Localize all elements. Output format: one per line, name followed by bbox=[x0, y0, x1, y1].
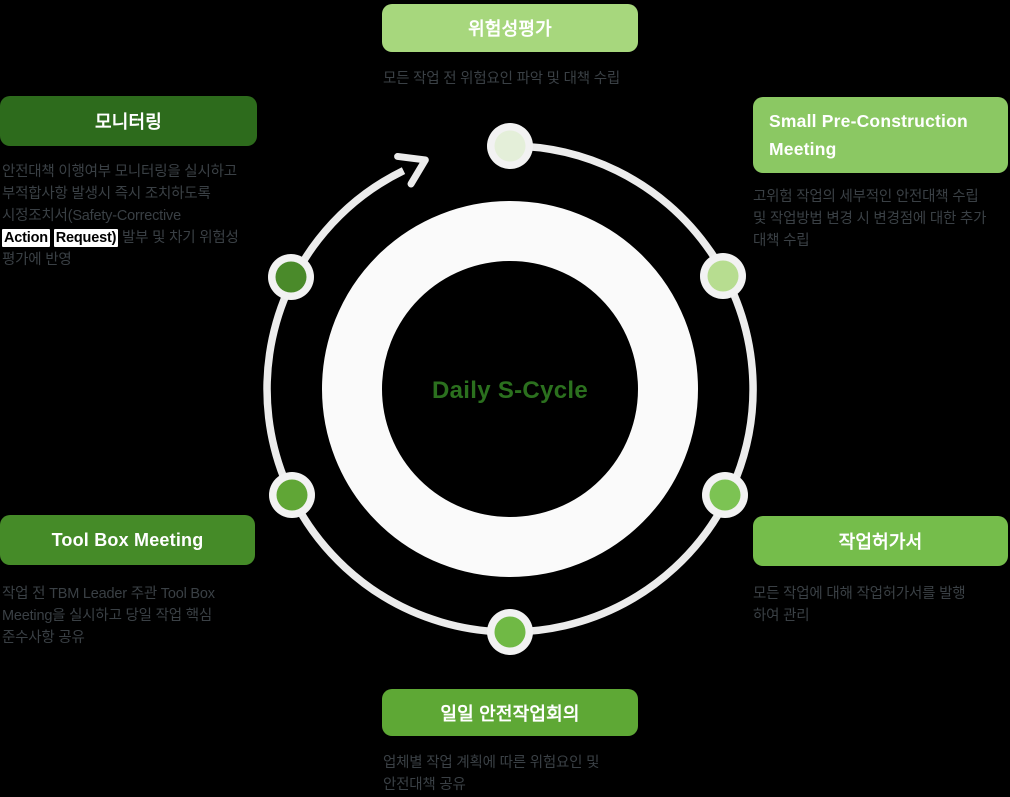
step-button-small-pre-construction-meeting: Small Pre-Construction Meeting bbox=[753, 97, 1008, 173]
step-description-text: 발부 및 차기 위험성 bbox=[118, 230, 239, 246]
cycle-dots bbox=[268, 123, 748, 655]
cycle-donut-ring bbox=[322, 201, 698, 577]
step-button-work-permit: 작업허가서 bbox=[753, 516, 1008, 566]
search-highlight: Action bbox=[2, 229, 50, 247]
step-button-daily-safety-meeting: 일일 안전작업회의 bbox=[382, 689, 638, 736]
step-description-daily-safety-meeting: 업체별 작업 계획에 따른 위험요인 및 안전대책 공유 bbox=[383, 755, 600, 793]
cycle-dot-tool-box-meeting bbox=[276, 479, 308, 511]
cycle-dot-risk-assessment bbox=[494, 130, 526, 162]
cycle-dot-daily-safety-meeting bbox=[494, 616, 526, 648]
step-button-tool-box-meeting: Tool Box Meeting bbox=[0, 515, 255, 565]
step-description-monitoring: 안전대책 이행여부 모니터링을 실시하고 부적합사항 발생시 즉시 조치하도록 … bbox=[2, 164, 239, 268]
cycle-dot-work-permit bbox=[709, 479, 741, 511]
step-description-tool-box-meeting: 작업 전 TBM Leader 주관 Tool Box Meeting을 실시하… bbox=[2, 586, 215, 646]
step-description-risk-assessment: 모든 작업 전 위험요인 파악 및 대책 수립 bbox=[383, 71, 621, 87]
cycle-dot-small-pre-construction-meeting bbox=[707, 260, 739, 292]
cycle-dot-monitoring bbox=[275, 261, 307, 293]
cycle-center-label: Daily S-Cycle bbox=[432, 377, 588, 404]
step-description-small-pre-construction-meeting: 고위험 작업의 세부적인 안전대책 수립 및 작업방법 변경 시 변경점에 대한… bbox=[753, 189, 987, 249]
step-button-risk-assessment: 위험성평가 bbox=[382, 4, 638, 52]
step-description-work-permit: 모든 작업에 대해 작업허가서를 발행 하여 관리 bbox=[753, 586, 966, 624]
step-button-monitoring: 모니터링 bbox=[0, 96, 257, 146]
cycle-arrow-arc bbox=[263, 142, 757, 636]
search-highlight: Request) bbox=[53, 229, 119, 247]
